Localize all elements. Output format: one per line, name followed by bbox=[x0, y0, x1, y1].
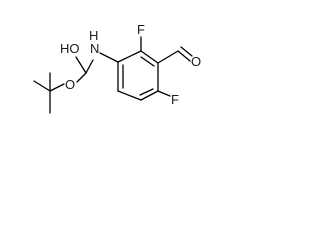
ring-bond-c2-c3 bbox=[140, 50, 159, 64]
bond-aldehyde-carbonyl bbox=[177, 50, 191, 62]
atom-label-hydroxyl: HO bbox=[60, 41, 80, 56]
bond-carbonyl-carbon-to-hydroxyl bbox=[75, 56, 87, 74]
ring-bond-c1-c2 bbox=[117, 50, 142, 63]
bond-ring-to-aldehyde-carbon bbox=[157, 50, 179, 64]
ring-bond-c2-c3-inner bbox=[140, 56, 155, 67]
atom-labels: HO N H O F F O bbox=[60, 22, 201, 107]
bond-ring-to-fluorine-bottom bbox=[157, 90, 171, 97]
atom-label-nitrogen-hydrogen: H bbox=[89, 28, 98, 43]
atom-label-fluorine-bottom: F bbox=[171, 92, 179, 107]
atom-label-nitrogen: N bbox=[90, 41, 99, 56]
bonds bbox=[33, 36, 193, 114]
atom-label-ester-oxygen: O bbox=[65, 77, 75, 92]
molecule-structure: HO N H O F F O bbox=[33, 22, 201, 114]
bond-tbu-methyl-left bbox=[33, 80, 51, 92]
bond-nitrogen-to-ring bbox=[99, 52, 119, 63]
bond-carbonyl-carbon-to-nitrogen bbox=[85, 59, 94, 74]
bond-oxygen-to-carbonyl-carbon bbox=[76, 72, 87, 83]
atom-label-fluorine-top: F bbox=[137, 22, 145, 37]
bond-aldehyde-carbonyl-second bbox=[180, 46, 193, 57]
ring-bond-c4-c5 bbox=[140, 90, 159, 101]
ring-bond-c5-c6 bbox=[117, 90, 142, 101]
ring-bond-c4-c5-inner bbox=[139, 88, 154, 96]
atom-label-aldehyde-oxygen: O bbox=[191, 54, 201, 69]
bond-tbu-to-oxygen bbox=[49, 83, 65, 92]
